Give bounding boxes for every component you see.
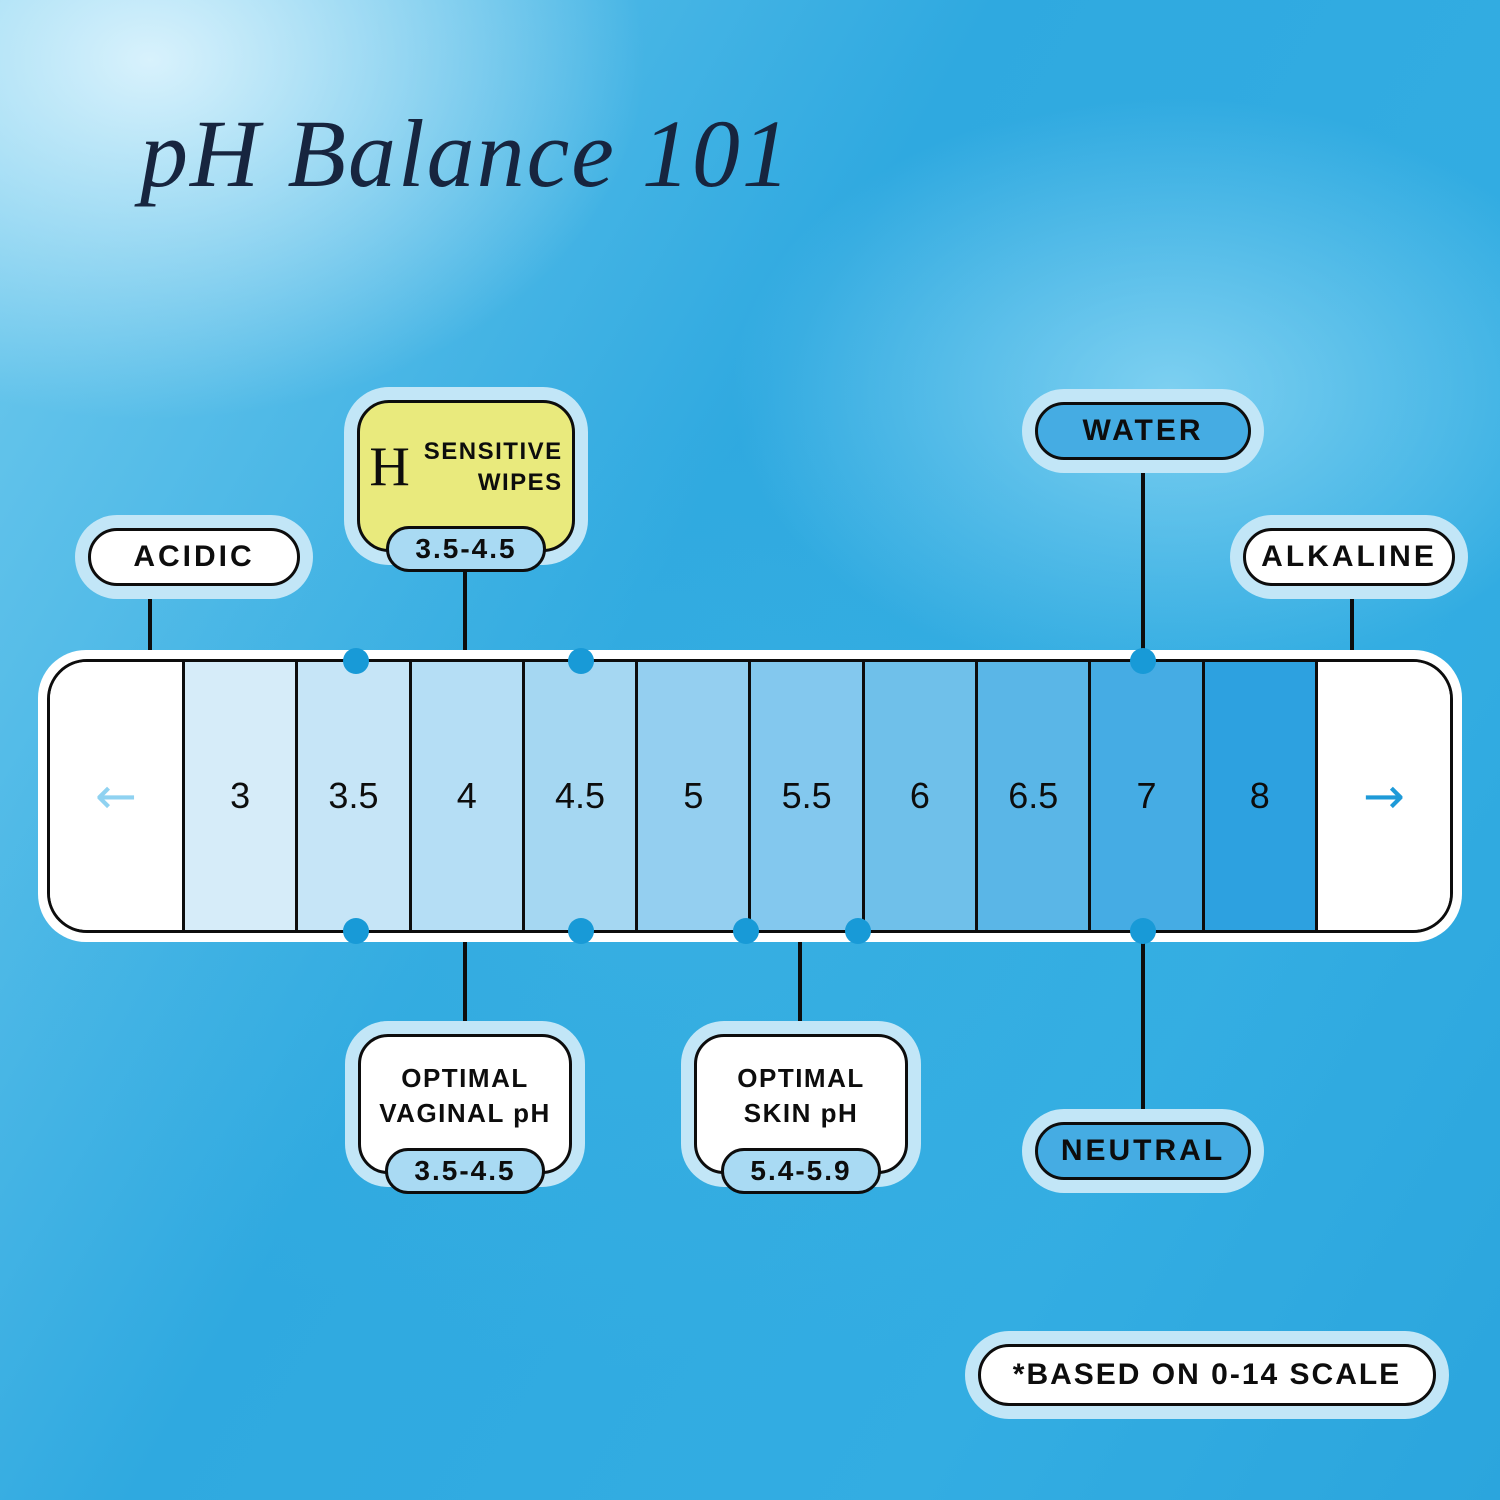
connector-line-alkaline — [1350, 584, 1354, 664]
alkaline-label: ALKALINE — [1261, 540, 1437, 573]
page-title: pH Balance 101 — [140, 100, 792, 207]
range-dot-bottom-7 — [1130, 918, 1156, 944]
ph-segment-6-5: 6.5 — [975, 662, 1089, 930]
ph-segment-label: 7 — [1136, 775, 1157, 816]
optimal-vaginal-text: OPTIMAL VAGINAL pH — [379, 1062, 551, 1128]
range-dot-top-3-5 — [343, 648, 369, 674]
ph-scale-track: ← 3 3.5 4 4.5 5 5.5 6 6.5 7 8 → — [47, 659, 1453, 933]
ph-segment-label: 3.5 — [328, 775, 379, 816]
connector-line-optimal-skin — [798, 930, 802, 1038]
water-label-pill: WATER — [1035, 402, 1251, 460]
ph-segment-5: 5 — [635, 662, 749, 930]
left-arrow-cell: ← — [50, 662, 182, 930]
sensitive-wipes-content: H SENSITIVE WIPES — [369, 435, 562, 517]
ph-segment-label: 4 — [456, 775, 477, 816]
right-arrow-cell: → — [1314, 662, 1450, 930]
acidic-label-pill: ACIDIC — [88, 528, 300, 586]
water-label: WATER — [1082, 414, 1204, 447]
ph-segment-5-5: 5.5 — [748, 662, 862, 930]
ph-segment-4: 4 — [408, 662, 522, 930]
range-dot-top-4-5 — [568, 648, 594, 674]
optimal-vaginal-callout: OPTIMAL VAGINAL pH 3.5-4.5 — [358, 1034, 572, 1194]
connector-line-neutral — [1141, 930, 1145, 1126]
ph-segment-6: 6 — [861, 662, 976, 930]
ph-segment-label: 8 — [1249, 775, 1270, 816]
ph-segment-label: 4.5 — [555, 775, 606, 816]
right-arrow-icon: → — [1363, 767, 1405, 825]
connector-line-water — [1141, 458, 1145, 664]
range-dot-bottom-4-5 — [568, 918, 594, 944]
range-dot-bottom-5-4 — [733, 918, 759, 944]
ph-segment-label: 5 — [683, 775, 704, 816]
ph-scale-bar: ← 3 3.5 4 4.5 5 5.5 6 6.5 7 8 → — [38, 650, 1462, 942]
range-dot-top-7 — [1130, 648, 1156, 674]
footnote-pill: *BASED ON 0-14 SCALE — [978, 1344, 1436, 1406]
optimal-skin-text: OPTIMAL SKIN pH — [737, 1062, 865, 1128]
ph-segment-label: 3 — [230, 775, 251, 816]
ph-segment-3: 3 — [182, 662, 296, 930]
connector-line-sensitive-wipes — [463, 548, 467, 664]
ph-segment-label: 6 — [909, 775, 930, 816]
ph-segment-8: 8 — [1201, 662, 1315, 930]
optimal-vaginal-range-pill: 3.5-4.5 — [385, 1148, 545, 1194]
range-dot-bottom-3-5 — [343, 918, 369, 944]
optimal-skin-range-pill: 5.4-5.9 — [721, 1148, 881, 1194]
brand-logo: H — [369, 436, 410, 498]
connector-line-acidic — [148, 584, 152, 664]
range-dot-bottom-5-9 — [845, 918, 871, 944]
ph-segment-label: 6.5 — [1008, 775, 1059, 816]
neutral-label-pill: NEUTRAL — [1035, 1122, 1251, 1180]
neutral-label: NEUTRAL — [1060, 1134, 1226, 1167]
ph-segment-4-5: 4.5 — [521, 662, 636, 930]
ph-segment-label: 5.5 — [781, 775, 832, 816]
sensitive-wipes-range-pill: 3.5-4.5 — [386, 526, 546, 572]
ph-segment-3-5: 3.5 — [295, 662, 409, 930]
alkaline-label-pill: ALKALINE — [1243, 528, 1455, 586]
ph-segment-7: 7 — [1088, 662, 1202, 930]
optimal-skin-callout: OPTIMAL SKIN pH 5.4-5.9 — [694, 1034, 908, 1194]
product-name: SENSITIVE WIPES — [423, 437, 563, 496]
footnote-text: *BASED ON 0-14 SCALE — [1012, 1358, 1402, 1391]
connector-line-optimal-vaginal — [463, 930, 467, 1038]
left-arrow-icon: ← — [95, 767, 137, 825]
sensitive-wipes-callout: H SENSITIVE WIPES 3.5-4.5 — [357, 400, 575, 572]
acidic-label: ACIDIC — [133, 540, 255, 573]
